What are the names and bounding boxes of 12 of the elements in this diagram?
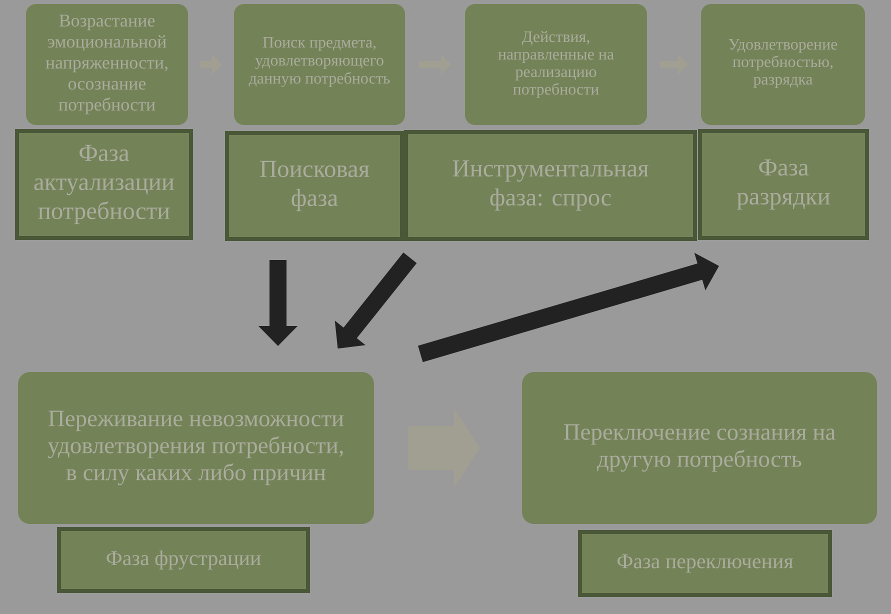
description-box: Возрастание эмоциональной напряженности, осознание потребности — [26, 4, 188, 125]
phase-box: Фаза фрустрации — [57, 527, 310, 593]
phase-box: Инструментальная фаза: спрос — [404, 130, 697, 241]
description-box: Переключение сознания на другую потребность — [522, 372, 877, 524]
phase-box: Фаза переключения — [578, 530, 832, 597]
phase-box: Фаза актуализации потребности — [15, 129, 193, 240]
description-box: Удовлетворение потребностью, разрядка — [701, 4, 865, 125]
description-box: Поиск предмета, удовлетворяющего данную потребность — [234, 4, 405, 125]
description-box: Действия, направленные на реализацию потребности — [465, 4, 647, 125]
phase-box: Фаза разрядки — [698, 129, 869, 240]
phase-box: Поисковая фаза — [225, 131, 404, 241]
description-box: Переживание невозможности удовлетворения потребности, в силу каких либо причин — [18, 372, 374, 524]
